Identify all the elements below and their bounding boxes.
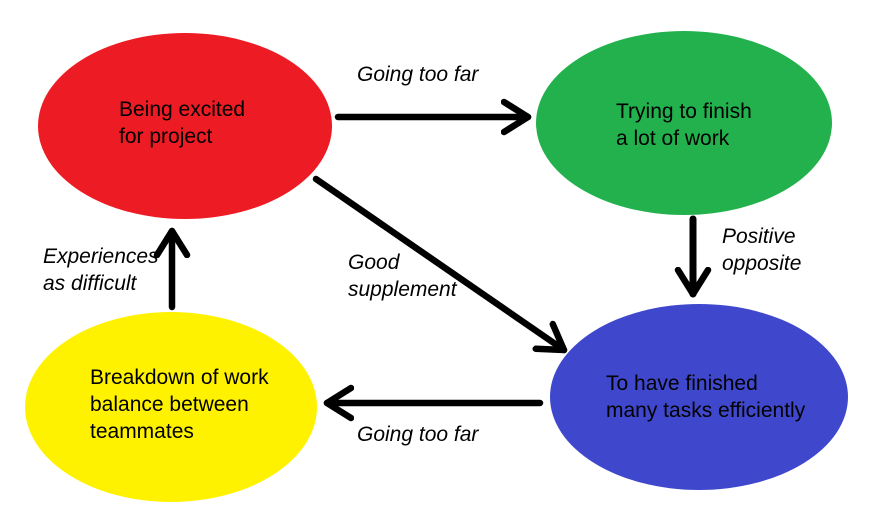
node-ellipse-trying-finish: [536, 31, 832, 215]
node-ellipse-being-excited: [38, 33, 332, 219]
edge-label-going-too-far-top: Going too far: [357, 63, 479, 86]
node-label-finished-tasks: To have finished many tasks efficiently: [606, 372, 806, 422]
edge-label-positive-opposite: Positive opposite: [722, 225, 802, 275]
edge-label-experiences-difficult: Experiences as difficult: [43, 245, 159, 295]
edge-arrow-excited-to-finished: [312, 175, 568, 354]
node-label-being-excited: Being excited for project: [119, 98, 246, 148]
edge-label-going-too-far-bottom: Going too far: [357, 423, 479, 446]
node-ellipse-breakdown: [25, 312, 317, 502]
node-label-breakdown: Breakdown of work balance between teamma…: [90, 366, 269, 443]
node-ellipse-finished-tasks: [550, 304, 848, 490]
node-label-trying-finish: Trying to finish a lot of work: [616, 100, 752, 150]
edge-label-good-supplement: Good supplement: [348, 251, 457, 301]
